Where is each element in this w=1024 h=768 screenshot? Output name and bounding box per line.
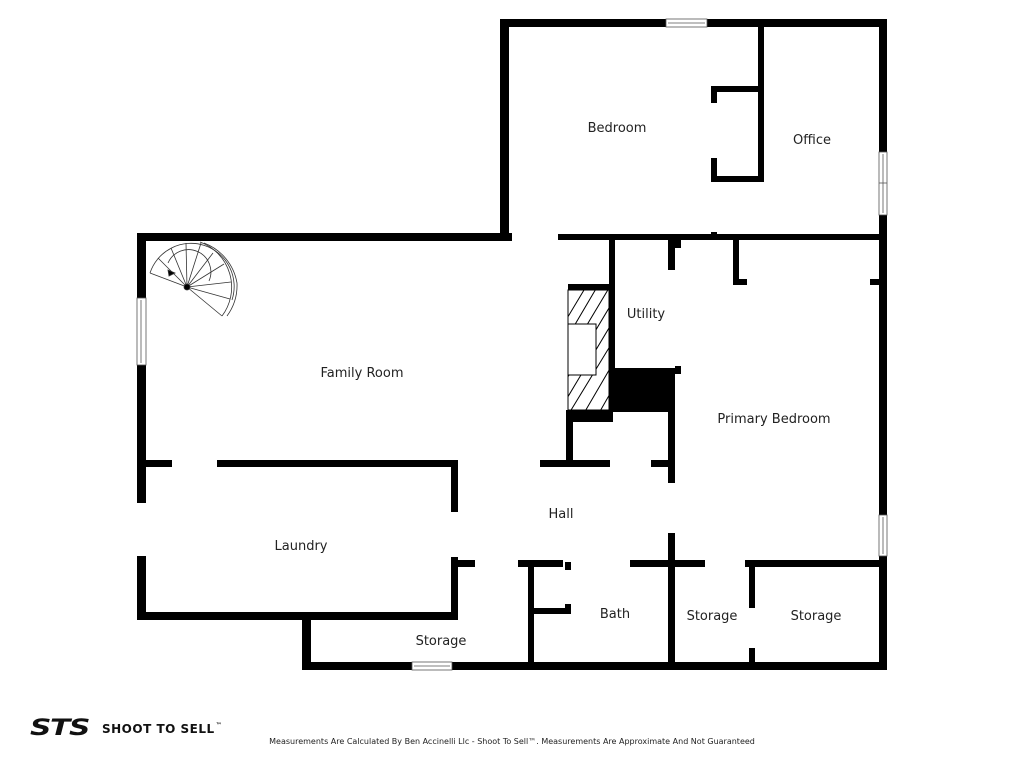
brand-logo: STS SHOOT TO SELL™	[30, 716, 222, 741]
room-label-laundry: Laundry	[275, 539, 328, 554]
room-label-storage-3: Storage	[416, 634, 467, 649]
room-label-family-room: Family Room	[321, 366, 404, 381]
room-label-primary-bedroom: Primary Bedroom	[717, 412, 830, 427]
room-label-storage-1: Storage	[687, 609, 738, 624]
walls	[137, 19, 887, 670]
room-label-hall: Hall	[549, 507, 574, 522]
windows	[136, 18, 888, 671]
brand-name-text: SHOOT TO SELL	[102, 721, 215, 736]
measurement-disclaimer: Measurements Are Calculated By Ben Accin…	[269, 737, 755, 746]
trademark-symbol: ™	[215, 721, 223, 729]
room-label-office: Office	[793, 133, 831, 148]
sts-logo-mark: STS	[30, 716, 90, 741]
room-label-bedroom: Bedroom	[588, 121, 647, 136]
room-label-storage-2: Storage	[791, 609, 842, 624]
room-labels: Bedroom Office Utility Family Room Prima…	[275, 121, 842, 649]
room-label-utility: Utility	[627, 307, 666, 322]
spiral-staircase	[149, 241, 238, 317]
fireplace	[567, 289, 610, 411]
room-label-bath: Bath	[600, 607, 630, 622]
brand-name: SHOOT TO SELL™	[102, 722, 222, 736]
